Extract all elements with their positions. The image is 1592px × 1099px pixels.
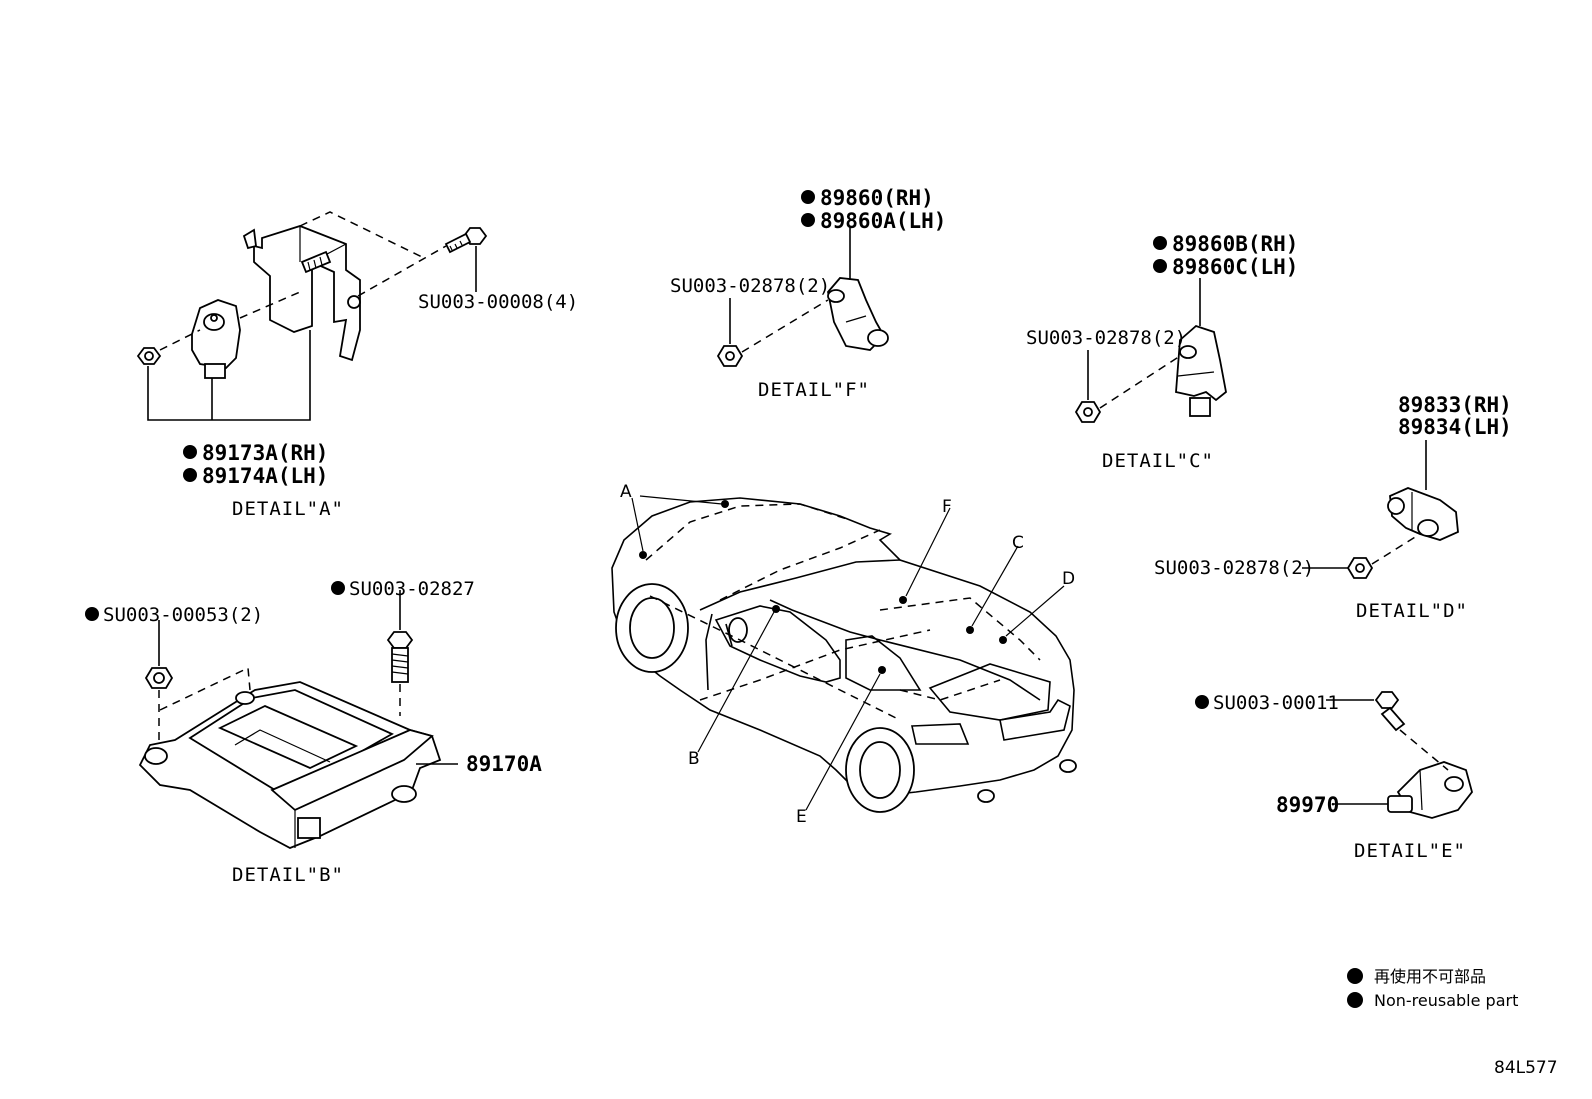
non-reusable-marker-icon xyxy=(183,468,197,482)
detail-b-bolt-label: SU003-02827 xyxy=(349,578,475,600)
detail-e-part-label: 89970 xyxy=(1276,793,1339,817)
callout-b-label: B xyxy=(688,749,700,769)
callout-c-label: C xyxy=(1012,533,1024,553)
callout-a-label: A xyxy=(620,482,632,502)
nut-a-icon xyxy=(136,347,162,365)
detail-f-part-lh-label: 89860A(LH) xyxy=(820,209,946,233)
bolt-b-icon xyxy=(386,631,414,683)
legend-jp-text: 再使用不可部品 xyxy=(1374,967,1486,986)
nut-b-icon xyxy=(144,667,174,689)
detail-d-nut-label: SU003-02878(2) xyxy=(1154,557,1314,579)
stud-icon xyxy=(300,250,332,274)
detail-e-group: SU003-00011 89970 DETAIL"E" xyxy=(1195,691,1473,862)
detail-e-title: DETAIL"E" xyxy=(1354,840,1466,862)
non-reusable-marker-icon xyxy=(331,581,345,595)
non-reusable-marker-icon xyxy=(1153,259,1167,273)
non-reusable-marker-icon xyxy=(801,190,815,204)
callout-f-label: F xyxy=(942,497,952,517)
diagram-code: 84L577 xyxy=(1494,1058,1558,1078)
callout-d-label: D xyxy=(1062,569,1075,589)
callout-e-label: E xyxy=(796,807,807,827)
nut-f-icon xyxy=(716,345,744,367)
non-reusable-marker-icon xyxy=(1195,695,1209,709)
detail-c-title: DETAIL"C" xyxy=(1102,450,1214,472)
non-reusable-marker-icon xyxy=(1153,236,1167,250)
sensor-c-icon xyxy=(1175,324,1227,417)
detail-b-nut-label: SU003-00053(2) xyxy=(103,604,263,626)
detail-c-part-lh-label: 89860C(LH) xyxy=(1172,255,1298,279)
detail-a-bolt-label: SU003-00008(4) xyxy=(418,291,578,313)
detail-b-part-label: 89170A xyxy=(466,752,542,776)
vehicle-outline xyxy=(611,495,1077,813)
detail-a-group: SU003-00008(4) 89173A(RH) 89174A(LH) DET… xyxy=(136,211,578,520)
detail-d-group: 89833(RH) 89834(LH) SU003-02878(2) DETAI… xyxy=(1154,393,1512,622)
detail-e-bolt-label: SU003-00011 xyxy=(1213,692,1339,714)
non-reusable-marker-icon xyxy=(85,607,99,621)
sensor-d-icon xyxy=(1387,487,1459,541)
detail-c-nut-label: SU003-02878(2) xyxy=(1026,327,1186,349)
bolt-e-icon xyxy=(1374,691,1406,732)
legend: 再使用不可部品 Non-reusable part xyxy=(1347,967,1518,1010)
non-reusable-marker-icon xyxy=(801,213,815,227)
detail-f-part-rh-label: 89860(RH) xyxy=(820,186,934,210)
detail-a-part-lh-label: 89174A(LH) xyxy=(202,464,328,488)
nut-c-icon xyxy=(1074,401,1102,423)
detail-d-part-lh-label: 89834(LH) xyxy=(1398,415,1512,439)
sensor-f-icon xyxy=(827,277,889,351)
detail-b-group: SU003-00053(2) SU003-02827 89170A DETAIL… xyxy=(85,578,542,886)
detail-d-title: DETAIL"D" xyxy=(1356,600,1468,622)
nut-d-icon xyxy=(1346,557,1374,579)
bolt-a-icon xyxy=(444,227,488,254)
detail-c-group: 89860B(RH) 89860C(LH) SU003-02878(2) DET… xyxy=(1026,232,1298,472)
non-reusable-marker-icon xyxy=(183,445,197,459)
detail-f-group: 89860(RH) 89860A(LH) SU003-02878(2) DETA… xyxy=(670,186,946,401)
sensor-a-icon xyxy=(191,299,241,379)
detail-f-title: DETAIL"F" xyxy=(758,379,870,401)
detail-d-part-rh-label: 89833(RH) xyxy=(1398,393,1512,417)
sensor-e-icon xyxy=(1387,761,1473,819)
detail-a-part-rh-label: 89173A(RH) xyxy=(202,441,328,465)
legend-en-text: Non-reusable part xyxy=(1374,991,1518,1010)
detail-a-bracket xyxy=(253,225,361,362)
non-reusable-marker-icon xyxy=(1347,968,1363,984)
detail-b-title: DETAIL"B" xyxy=(232,864,344,886)
detail-f-nut-label: SU003-02878(2) xyxy=(670,275,830,297)
non-reusable-marker-icon xyxy=(1347,992,1363,1008)
detail-a-title: DETAIL"A" xyxy=(232,498,344,520)
detail-c-part-rh-label: 89860B(RH) xyxy=(1172,232,1298,256)
